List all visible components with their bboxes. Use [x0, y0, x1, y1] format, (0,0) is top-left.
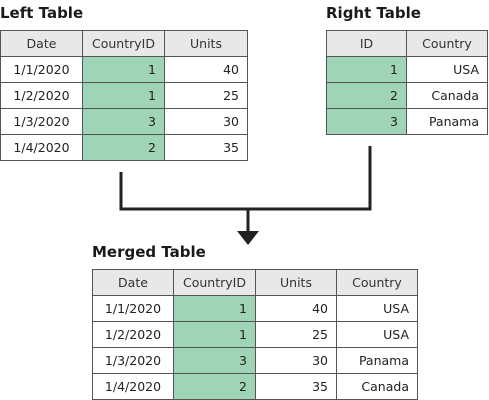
merged-table-title: Merged Table: [92, 243, 206, 261]
table-row: 1/1/2020 1 40 USA: [92, 295, 418, 322]
merged-table-header-country: Country: [336, 269, 418, 296]
merged-cell-date: 1/1/2020: [92, 295, 174, 322]
merged-table-header-date: Date: [92, 269, 174, 296]
merged-table-header-units: Units: [255, 269, 337, 296]
left-cell-date: 1/2/2020: [0, 82, 83, 109]
table-row: 2 Canada: [326, 82, 488, 109]
merged-cell-countryid: 1: [173, 321, 256, 348]
merged-cell-units: 35: [255, 373, 337, 400]
merged-cell-units: 25: [255, 321, 337, 348]
merged-cell-country: USA: [336, 295, 418, 322]
right-table-header-id: ID: [326, 30, 407, 57]
right-cell-id: 3: [326, 108, 407, 135]
merged-cell-country: Canada: [336, 373, 418, 400]
left-table: Date CountryID Units 1/1/2020 1 40 1/2/2…: [0, 30, 248, 161]
merged-cell-date: 1/3/2020: [92, 347, 174, 374]
left-cell-countryid: 3: [82, 108, 165, 135]
merged-cell-date: 1/4/2020: [92, 373, 174, 400]
merged-cell-country: USA: [336, 321, 418, 348]
right-table-title: Right Table: [326, 4, 421, 22]
right-cell-country: Panama: [406, 108, 488, 135]
connector-line: [119, 146, 372, 211]
right-cell-id: 1: [326, 56, 407, 83]
table-row: 1/2/2020 1 25 USA: [92, 321, 418, 348]
right-cell-id: 2: [326, 82, 407, 109]
right-table-header-row: ID Country: [326, 30, 488, 57]
merged-cell-countryid: 3: [173, 347, 256, 374]
left-cell-units: 35: [164, 134, 248, 161]
table-row: 1/4/2020 2 35: [0, 134, 248, 161]
left-cell-date: 1/4/2020: [0, 134, 83, 161]
left-cell-countryid: 1: [82, 56, 165, 83]
table-row: 1/3/2020 3 30: [0, 108, 248, 135]
merged-table-header-countryid: CountryID: [173, 269, 256, 296]
merged-table-header-row: Date CountryID Units Country: [92, 269, 418, 296]
left-table-title: Left Table: [0, 4, 84, 22]
left-cell-units: 40: [164, 56, 248, 83]
table-row: 3 Panama: [326, 108, 488, 135]
table-row: 1/4/2020 2 35 Canada: [92, 373, 418, 400]
merged-cell-countryid: 2: [173, 373, 256, 400]
arrow-down-icon: [237, 231, 259, 245]
table-row: 1 USA: [326, 56, 488, 83]
merged-table: Date CountryID Units Country 1/1/2020 1 …: [92, 269, 418, 400]
table-row: 1/3/2020 3 30 Panama: [92, 347, 418, 374]
right-cell-country: Canada: [406, 82, 488, 109]
left-cell-countryid: 1: [82, 82, 165, 109]
right-cell-country: USA: [406, 56, 488, 83]
left-table-header-units: Units: [164, 30, 248, 57]
merged-cell-date: 1/2/2020: [92, 321, 174, 348]
left-cell-date: 1/1/2020: [0, 56, 83, 83]
left-table-header-countryid: CountryID: [82, 30, 165, 57]
left-cell-units: 25: [164, 82, 248, 109]
right-table-header-country: Country: [406, 30, 488, 57]
merged-cell-countryid: 1: [173, 295, 256, 322]
merged-cell-units: 30: [255, 347, 337, 374]
left-table-header-row: Date CountryID Units: [0, 30, 248, 57]
table-row: 1/2/2020 1 25: [0, 82, 248, 109]
left-cell-countryid: 2: [82, 134, 165, 161]
merged-cell-country: Panama: [336, 347, 418, 374]
merged-cell-units: 40: [255, 295, 337, 322]
table-row: 1/1/2020 1 40: [0, 56, 248, 83]
right-table: ID Country 1 USA 2 Canada 3 Panama: [326, 30, 488, 135]
